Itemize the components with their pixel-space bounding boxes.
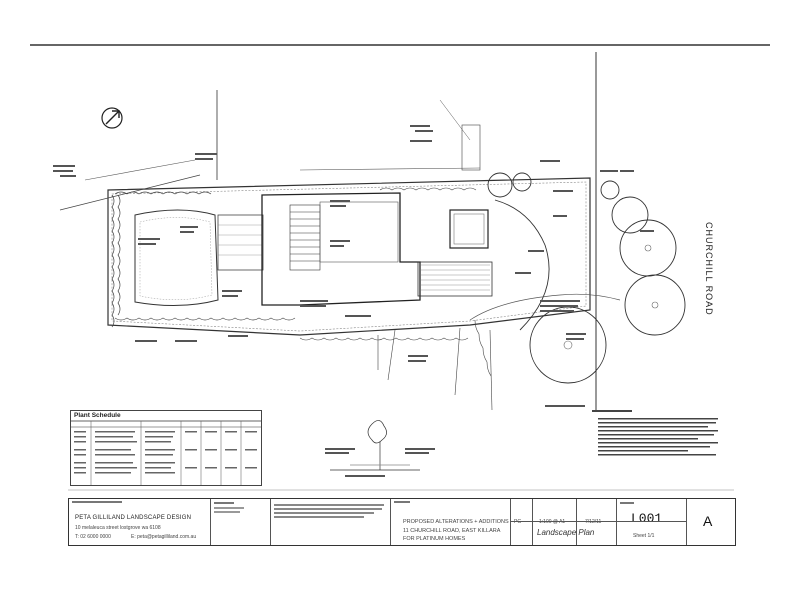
lot-outline <box>107 177 591 336</box>
date-cell: 7/12/11 <box>577 499 617 545</box>
project-cell: PROPOSED ALTERATIONS + ADDITIONS 11 CHUR… <box>391 499 511 545</box>
firm-address: 10 melaleuca street lostgrove wa 6108 <box>75 525 161 531</box>
project-line-1: PROPOSED ALTERATIONS + ADDITIONS <box>403 519 509 525</box>
firm-email: E: peta@petagilliland.com.au <box>131 534 197 540</box>
plant-schedule-title: Plant Schedule <box>74 412 121 419</box>
firm-phone: T: 02 6000 0000 <box>75 534 111 540</box>
sheet-number: Sheet 1/1 <box>633 533 655 539</box>
north-arrow-icon <box>101 107 123 129</box>
plant-schedule-table: Plant Schedule <box>70 410 262 486</box>
drawing-number: L001 <box>631 511 663 526</box>
title-block: PETA GILLILAND LANDSCAPE DESIGN 10 melal… <box>68 498 736 546</box>
stairs <box>289 204 321 271</box>
firm-cell: PETA GILLILAND LANDSCAPE DESIGN 10 melal… <box>69 499 211 545</box>
road-label: CHURCHILL ROAD <box>704 222 714 316</box>
project-line-3: FOR PLATINUM HOMES <box>403 536 466 542</box>
plant-schedule-grid <box>71 420 261 485</box>
scale-cell: 1:100 @ A1 <box>533 499 577 545</box>
revision-cell: A <box>687 499 735 545</box>
date-value: 7/12/11 <box>585 519 602 525</box>
tree-canopies <box>487 172 686 384</box>
project-line-2: 11 CHURCHILL ROAD, EAST KILLARA <box>403 528 501 534</box>
drawing-number-cell: L001 Sheet 1/1 <box>617 499 687 545</box>
pool <box>449 209 489 249</box>
drawn-cell: PG <box>511 499 533 545</box>
house-footprint <box>261 192 421 306</box>
revision-letter: A <box>703 513 713 529</box>
general-notes-cell <box>271 499 391 545</box>
firm-name: PETA GILLILAND LANDSCAPE DESIGN <box>75 515 192 521</box>
drawn-by: PG <box>514 519 522 525</box>
drawing-title: Landscape Plan <box>537 528 595 537</box>
scale-value: 1:100 @ A1 <box>539 519 566 525</box>
revisions-cell <box>211 499 271 545</box>
tree-section-detail <box>330 420 420 471</box>
